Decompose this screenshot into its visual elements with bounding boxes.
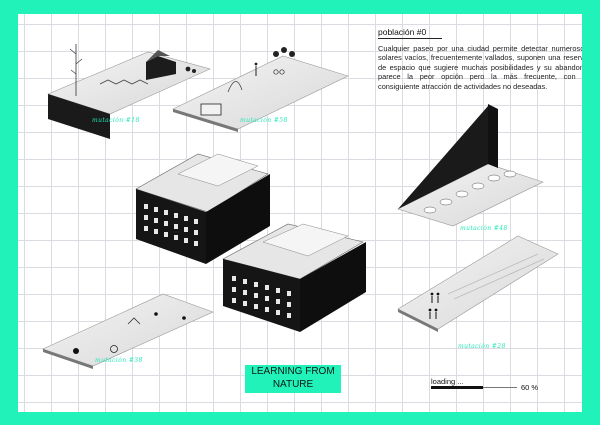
plot-mutation-18 — [47, 44, 211, 139]
section-heading: población #0 — [378, 27, 427, 37]
plot-mutation-38 — [42, 293, 214, 369]
label-mutacion-28: mutación #28 — [458, 343, 506, 350]
title-learning-from-nature: LEARNING FROM NATURE — [245, 365, 341, 393]
label-mutacion-58: mutación #58 — [240, 117, 288, 124]
label-mutacion-18: mutación #18 — [92, 117, 140, 124]
loading-progress-fill — [431, 386, 483, 389]
title-line-2: NATURE — [272, 378, 314, 390]
plot-mutation-48 — [397, 104, 544, 227]
loading-progress-bar — [431, 386, 517, 389]
building-1 — [135, 153, 270, 264]
heading-underline — [378, 38, 442, 39]
label-mutacion-48: mutación #48 — [460, 225, 508, 232]
intro-paragraph: Cualquier paseo por una ciudad permite d… — [378, 44, 582, 91]
plot-mutation-28 — [397, 235, 559, 332]
drawing-sheet: población #0 Cualquier paseo por una ciu… — [18, 14, 582, 412]
loading-percent: 60 % — [521, 383, 539, 392]
title-line-1: LEARNING FROM — [251, 366, 335, 377]
building-2 — [222, 223, 366, 332]
axonometric-drawings — [42, 44, 559, 369]
plot-mutation-58 — [172, 47, 349, 132]
loading-label: loading ... — [431, 377, 464, 386]
label-mutacion-38: mutación #38 — [95, 357, 143, 364]
